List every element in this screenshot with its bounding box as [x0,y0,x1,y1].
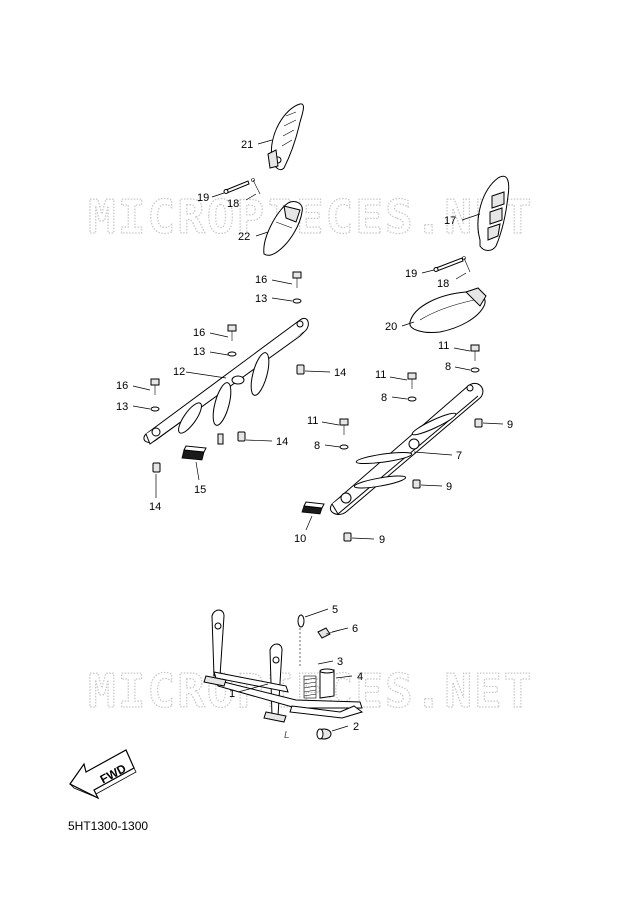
callout-2: 2 [353,721,359,733]
part-16-screw-c [150,378,160,395]
side-mark-label: L [284,730,290,741]
callout-13-a: 13 [255,293,267,305]
part-1-center-stand [203,609,364,723]
part-13-washer-c [150,406,160,412]
callout-12: 12 [173,366,185,378]
part-13-washer-b [227,351,237,357]
part-17-bracket [477,175,510,251]
part-10-pad [301,501,325,515]
callout-19-right: 19 [405,268,417,280]
callout-11-b: 11 [375,369,386,381]
callout-9-b: 9 [446,481,452,493]
callout-16-c: 16 [116,380,128,392]
callout-21: 21 [241,139,253,151]
callout-7: 7 [456,450,462,462]
part-9-damper-b [412,479,421,489]
part-3-spring [303,675,317,699]
diagram-code: 5HT1300-1300 [68,819,149,833]
callout-14-b: 14 [276,436,288,448]
part-19-pin-right [433,257,464,272]
callout-19-upper: 19 [197,192,209,204]
part-14-damper-c [152,462,161,473]
callout-18-right: 18 [437,278,449,290]
part-15-pad [181,445,207,461]
part-18-clip-right [462,256,471,273]
callout-11-a: 11 [438,340,449,352]
callout-6: 6 [352,623,358,635]
callout-4: 4 [357,671,363,683]
callout-16-b: 16 [193,327,205,339]
part-9-damper-c [343,532,352,542]
part-8-washer-a [470,367,480,373]
part-6-bolt [317,627,341,639]
part-5-washer [297,614,305,628]
part-11-screw-c [339,418,349,435]
callout-8-c: 8 [314,440,320,452]
part-21-bracket [267,103,304,171]
part-7-right-footboard [330,382,484,515]
callout-15: 15 [194,484,206,496]
callout-10: 10 [294,533,306,545]
part-16-screw-b [227,324,237,341]
part-11-screw-b [407,372,417,389]
callout-1: 1 [229,688,235,700]
callout-14-c: 14 [149,501,161,513]
callout-14-a: 14 [334,367,346,379]
part-14-damper-b [237,431,246,442]
part-4-sleeve [319,668,335,699]
part-8-washer-b [407,396,417,402]
part-13-washer-a [292,298,302,304]
part-8-washer-c [339,444,349,450]
callout-20: 20 [385,321,397,333]
callout-22: 22 [238,231,250,243]
fwd-arrow-icon [69,749,137,800]
callout-9-c: 9 [379,534,385,546]
part-22-bracket [263,201,303,256]
part-18-clip-upper [251,178,261,195]
watermark-top: MICROPIECES.NET [88,190,533,244]
callout-17: 17 [444,215,456,227]
callout-8-a: 8 [445,361,451,373]
callout-13-c: 13 [116,401,128,413]
callout-5: 5 [332,604,338,616]
part-16-screw-a [292,271,302,288]
part-11-screw-a [470,344,480,361]
callout-8-b: 8 [381,392,387,404]
part-14-damper-a [296,364,305,375]
callout-11-c: 11 [307,415,318,427]
callout-3: 3 [337,656,343,668]
callout-9-a: 9 [507,419,513,431]
callout-16-a: 16 [255,274,267,286]
callout-18-upper: 18 [227,198,239,210]
part-20-cover [409,287,487,333]
part-2-stopper [316,728,332,740]
part-12-left-footboard [143,318,309,445]
callout-13-b: 13 [193,346,205,358]
part-19-pin-upper [223,180,250,194]
part-9-damper-a [474,418,483,428]
